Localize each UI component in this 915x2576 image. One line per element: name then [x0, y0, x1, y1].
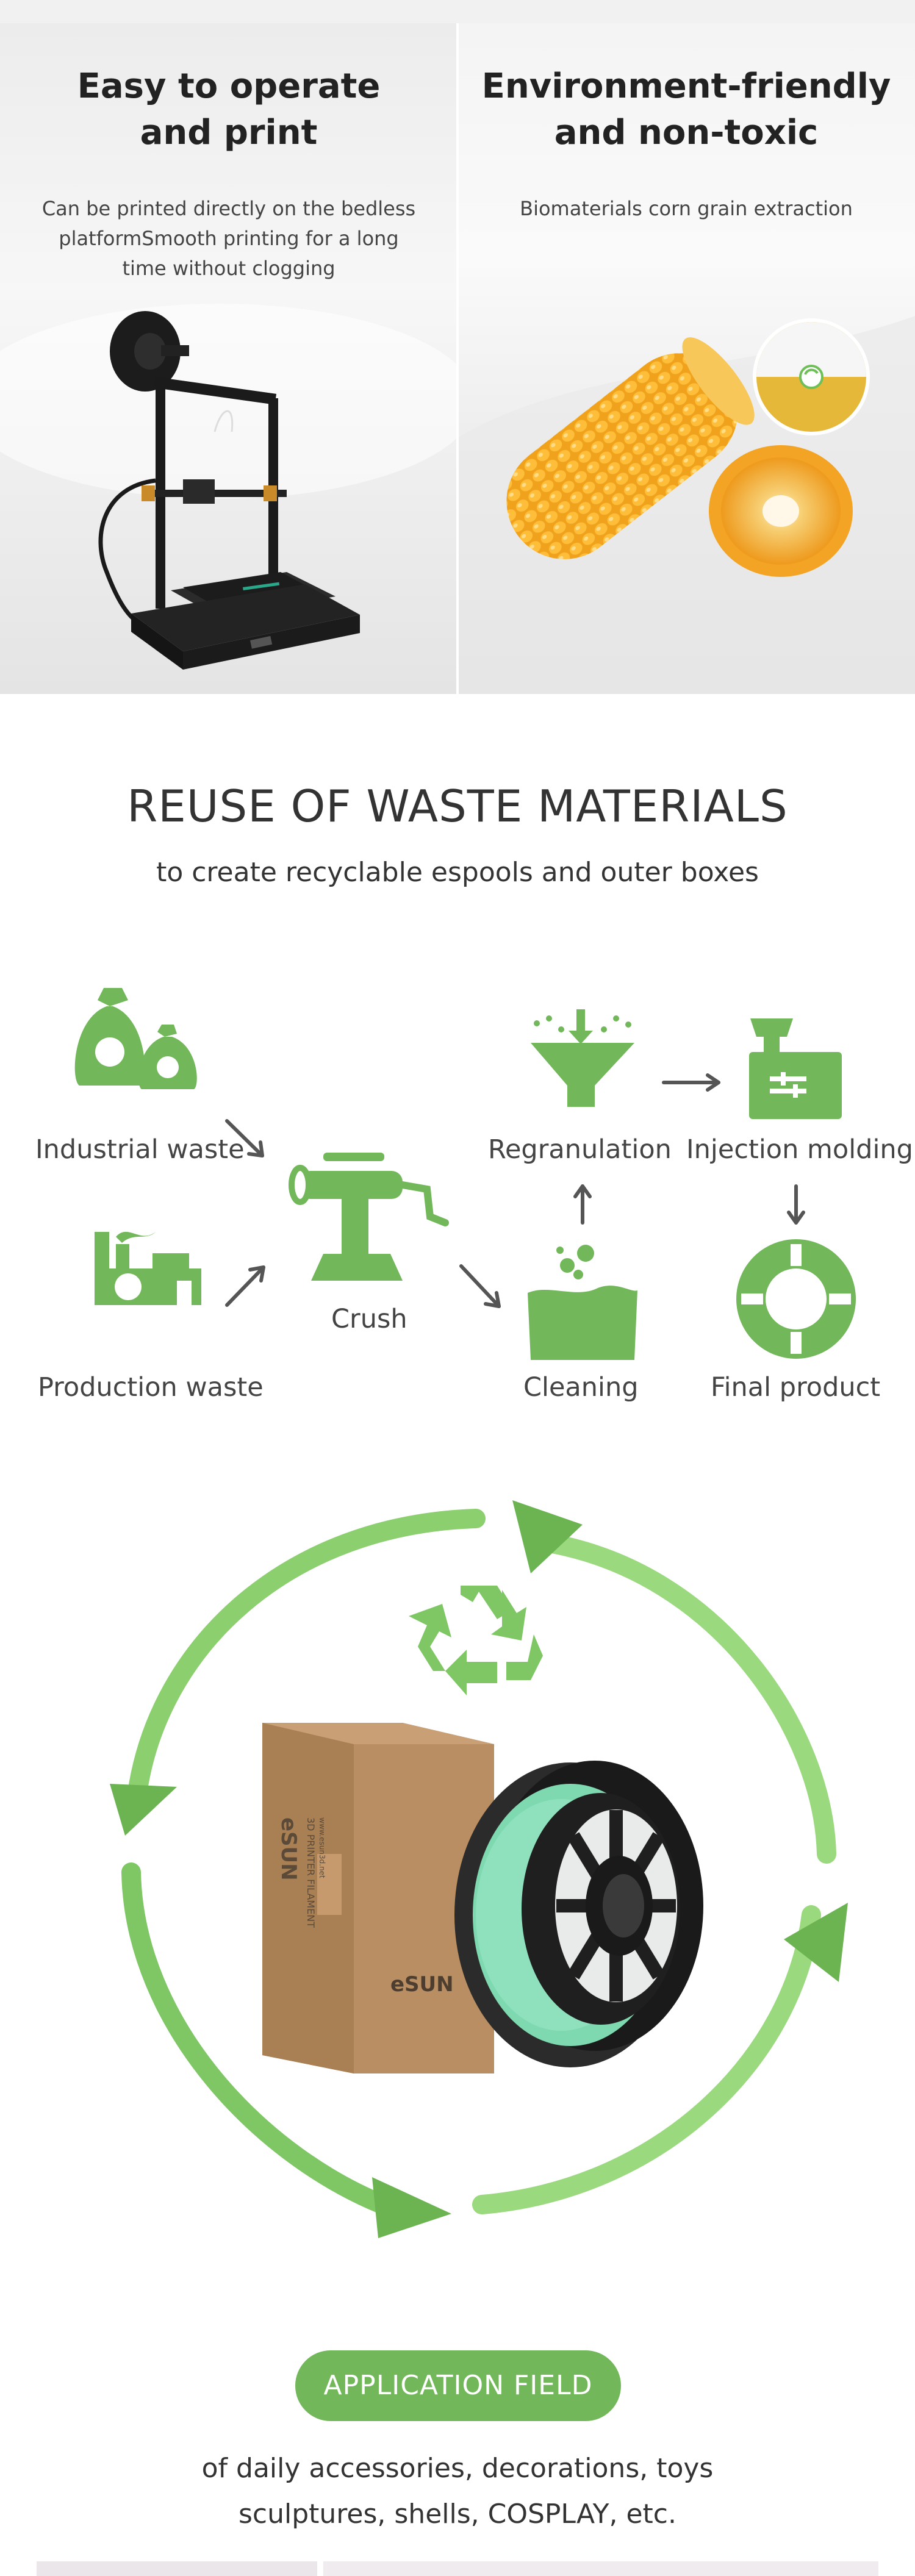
feature-desc-line: Can be printed directly on the bedless: [41, 197, 416, 220]
panel-divider: [456, 23, 459, 694]
injection-machine-icon: [749, 1018, 842, 1119]
feature-panel-easy-print: Easy to operate and print Can be printed…: [0, 23, 458, 694]
top-strip: [0, 0, 915, 23]
bottom-image-strip-left: [37, 2561, 317, 2576]
cycle-arrow-bottom-right: [472, 1905, 821, 2214]
cycle-arrow-top-left: [127, 1509, 486, 1803]
feature-desc-line: platformSmooth printing for a long: [59, 227, 399, 250]
step-label-cleaning: Cleaning: [523, 1372, 639, 1403]
cycle-arrow-bottom-left: [121, 1862, 400, 2217]
product-box: eSUN 3D PRINTER FILAMENT www.esun3d.net …: [262, 1723, 494, 2073]
step-label-crush: Crush: [331, 1304, 407, 1334]
recycle-icon: [409, 1586, 543, 1695]
reuse-section-subtitle: to create recyclable espools and outer b…: [156, 857, 759, 888]
feature-title-line2: and non-toxic: [554, 113, 819, 152]
step-label-final-product: Final product: [711, 1372, 881, 1403]
corn-image: [458, 316, 915, 694]
feature-description: Can be printed directly on the bedless p…: [0, 194, 458, 284]
funnel-icon: [531, 1009, 634, 1107]
box-brand-side: eSUN: [276, 1817, 301, 1881]
step-label-production-waste: Production waste: [38, 1372, 264, 1403]
feature-desc-line: time without clogging: [122, 257, 336, 280]
feature-title-line2: and print: [140, 113, 318, 152]
recycle-cycle-graphic: eSUN 3D PRINTER FILAMENT www.esun3d.net …: [110, 1500, 848, 2238]
step-label-regranulation: Regranulation: [488, 1134, 672, 1165]
box-brand-front: eSUN: [390, 1972, 454, 1997]
cycle-arrow-top-right: [539, 1533, 836, 1864]
cleaning-icon: [528, 1245, 637, 1360]
feature-title-line1: Easy to operate: [77, 66, 381, 106]
feature-title: Environment-friendly and non-toxic: [458, 63, 915, 156]
feature-description: Biomaterials corn grain extraction: [458, 194, 915, 224]
bottom-image-strip-right: [323, 2561, 878, 2576]
recycling-process-diagram: [74, 988, 856, 1360]
feature-title-line1: Environment-friendly: [481, 66, 891, 106]
application-line-1: of daily accessories, decorations, toys: [201, 2453, 714, 2484]
step-label-industrial-waste: Industrial waste: [35, 1134, 245, 1165]
factory-icon: [95, 1231, 201, 1305]
3d-printer-image: [0, 304, 458, 670]
application-line-2: sculptures, shells, COSPLAY, etc.: [239, 2499, 676, 2530]
box-url: www.esun3d.net: [318, 1817, 326, 1878]
waste-bags-icon: [74, 988, 197, 1089]
filament-spool: [454, 1761, 703, 2067]
reuse-section-title: REUSE OF WASTE MATERIALS: [127, 781, 788, 832]
feature-panel-eco-friendly: Environment-friendly and non-toxic Bioma…: [458, 23, 915, 694]
feature-title: Easy to operate and print: [0, 63, 458, 156]
spool-icon: [736, 1239, 856, 1359]
feature-desc-line: Biomaterials corn grain extraction: [520, 197, 853, 220]
box-side-text: 3D PRINTER FILAMENT: [305, 1817, 317, 1928]
application-field-badge: APPLICATION FIELD: [295, 2350, 621, 2421]
step-label-injection-molding: Injection molding: [686, 1134, 913, 1165]
grinder-icon: [289, 1153, 449, 1281]
